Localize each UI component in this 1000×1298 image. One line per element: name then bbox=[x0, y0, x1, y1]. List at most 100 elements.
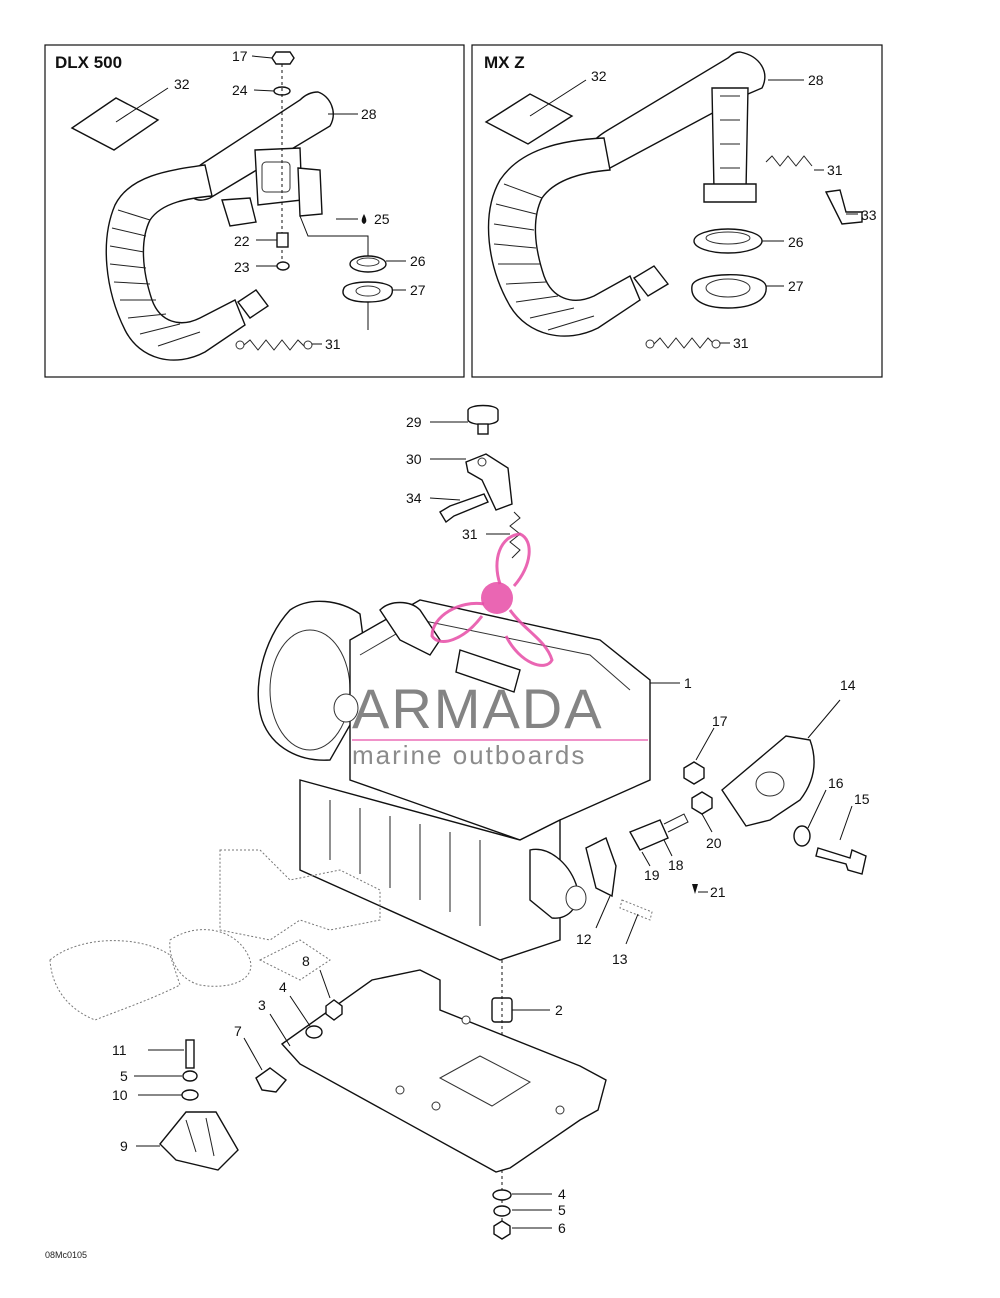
leader-19 bbox=[641, 851, 651, 867]
callout-29: 29 bbox=[406, 414, 422, 430]
callout-5-left: 5 bbox=[120, 1068, 128, 1084]
ring-inner-26-left bbox=[356, 257, 380, 267]
callout-31-left: 31 bbox=[325, 336, 341, 352]
callout-1: 1 bbox=[684, 675, 692, 691]
callout-4-bottom: 4 bbox=[558, 1186, 566, 1202]
callout-8: 8 bbox=[302, 953, 310, 969]
leader-12 bbox=[595, 895, 611, 929]
callout-6: 6 bbox=[558, 1220, 566, 1236]
leader-24 bbox=[253, 89, 275, 92]
callout-14: 14 bbox=[840, 677, 856, 693]
bolt-part-34 bbox=[439, 493, 489, 524]
callout-18: 18 bbox=[668, 857, 684, 873]
fuel-hose bbox=[455, 649, 521, 693]
leader-25-link bbox=[299, 215, 369, 256]
leader-16 bbox=[807, 789, 827, 829]
callout-27-right: 27 bbox=[788, 278, 804, 294]
nut-part-6 bbox=[493, 1220, 511, 1240]
callout-26-left: 26 bbox=[410, 253, 426, 269]
screw-part-13 bbox=[619, 899, 653, 921]
leader-32-right bbox=[529, 79, 587, 117]
callout-20: 20 bbox=[706, 835, 722, 851]
panel-title-dlx500: DLX 500 bbox=[55, 53, 122, 72]
mount-part-9 bbox=[159, 1111, 239, 1171]
spring-part-31-right-top bbox=[765, 155, 813, 167]
panel-title-mxz: MX Z bbox=[484, 53, 525, 72]
nut-part-17-main bbox=[683, 761, 705, 785]
mount-ribs-9 bbox=[185, 1117, 215, 1157]
leader-34 bbox=[429, 497, 461, 501]
washer-part-4-bottom bbox=[492, 1189, 512, 1201]
rubber-mount-part-19 bbox=[629, 819, 669, 851]
leader-17-main bbox=[695, 727, 715, 761]
watermark-brand: ARMADA bbox=[352, 677, 604, 740]
panel-dlx500: DLX 500 32 17 24 22 23 28 bbox=[44, 44, 465, 378]
armada-propeller-logo-icon bbox=[430, 532, 554, 667]
leader-17-left bbox=[251, 55, 273, 59]
callout-24: 24 bbox=[232, 82, 248, 98]
leader-8 bbox=[319, 969, 331, 999]
leader-32 bbox=[115, 87, 169, 123]
callout-32: 32 bbox=[174, 76, 190, 92]
callout-25: 25 bbox=[374, 211, 390, 227]
tuned-pipe-left bbox=[105, 91, 334, 361]
leader-4-top bbox=[289, 995, 311, 1027]
ghost-exhaust-manifold bbox=[49, 849, 381, 1021]
rubber-damper-part-7 bbox=[255, 1067, 288, 1093]
bracket-part-12 bbox=[585, 837, 617, 898]
callout-28-right: 28 bbox=[808, 72, 824, 88]
watermark-tagline: marine outboards bbox=[352, 740, 586, 770]
pad-part-32 bbox=[70, 97, 160, 151]
callout-17-left: 17 bbox=[232, 48, 248, 64]
leader-13 bbox=[625, 913, 639, 945]
callout-22: 22 bbox=[234, 233, 250, 249]
callout-13: 13 bbox=[612, 951, 628, 967]
magneto-cover bbox=[269, 629, 351, 751]
callout-32-right: 32 bbox=[591, 68, 607, 84]
leader-7 bbox=[243, 1037, 263, 1071]
cap-part-29 bbox=[467, 404, 499, 426]
leader-18 bbox=[663, 839, 673, 857]
leader-20 bbox=[701, 813, 713, 833]
drawing-code: 08Mc0105 bbox=[45, 1250, 87, 1260]
washer-part-10 bbox=[181, 1089, 199, 1101]
washer-part-4-top bbox=[305, 1025, 323, 1039]
bolt-part-11 bbox=[185, 1039, 195, 1069]
panel-frame bbox=[471, 44, 883, 378]
leader-15 bbox=[839, 805, 853, 841]
cap-stem-29 bbox=[477, 423, 489, 435]
callout-28-left: 28 bbox=[361, 106, 377, 122]
callout-31-main: 31 bbox=[462, 526, 478, 542]
callout-27-left: 27 bbox=[410, 282, 426, 298]
intake-boot bbox=[379, 601, 441, 656]
support-hole-b bbox=[431, 1101, 441, 1111]
starter-pulley bbox=[529, 848, 579, 919]
bracket-part-33 bbox=[824, 189, 863, 225]
panel-mxz: MX Z 32 28 31 33 26 27 bbox=[471, 44, 883, 378]
callout-5-bottom: 5 bbox=[558, 1202, 566, 1218]
spark-plug-port bbox=[333, 693, 359, 723]
callout-12: 12 bbox=[576, 931, 592, 947]
main-engine-assembly: 29 30 34 31 1 bbox=[49, 404, 870, 1240]
callout-26-right: 26 bbox=[788, 234, 804, 250]
callout-2: 2 bbox=[555, 1002, 563, 1018]
callout-21: 21 bbox=[710, 884, 726, 900]
callout-11: 11 bbox=[112, 1042, 127, 1058]
spring-hook-a bbox=[235, 340, 245, 350]
support-hole-a bbox=[395, 1085, 405, 1095]
spring-hook-c bbox=[645, 339, 655, 349]
panel-frame bbox=[44, 44, 465, 378]
callout-7: 7 bbox=[234, 1023, 242, 1039]
spring-part-31-left bbox=[243, 339, 307, 351]
pad-part-32-right bbox=[484, 93, 574, 145]
engine-support-part-3 bbox=[280, 969, 607, 1173]
callout-31-right-bottom: 31 bbox=[733, 335, 749, 351]
nut-part-17-top bbox=[271, 51, 295, 65]
callout-15: 15 bbox=[854, 791, 870, 807]
support-hole-c bbox=[461, 1015, 471, 1025]
spring-part-31-right-bottom bbox=[653, 337, 715, 349]
callout-34: 34 bbox=[406, 490, 422, 506]
callout-31-right-top: 31 bbox=[827, 162, 843, 178]
crankcase bbox=[299, 779, 561, 961]
